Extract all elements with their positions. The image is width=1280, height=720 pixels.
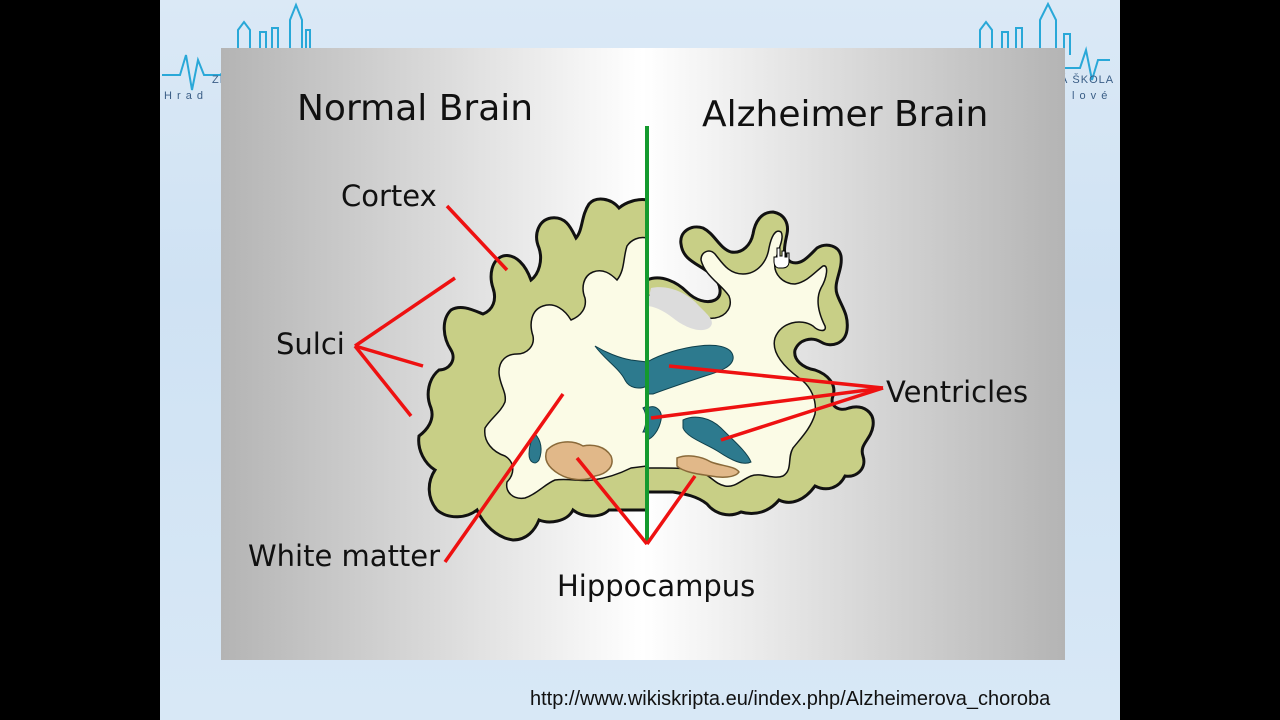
- pointer-cortex: [445, 204, 509, 272]
- logo-left-subtext: H r a d: [164, 90, 205, 102]
- alzheimer-brain-section: [645, 210, 875, 517]
- normal-ventricle: [594, 345, 648, 389]
- skyline-heartbeat-logo-icon: [979, 1, 1110, 81]
- pointer-ventricle-upper: [668, 364, 884, 390]
- hand-cursor-icon: [773, 247, 790, 269]
- label-ventricles: Ventricles: [886, 375, 1028, 409]
- alzheimer-hippocampus: [676, 455, 740, 478]
- slide: ZD H r a d Á ŠKOLA l o v é Normal Brain …: [160, 0, 1120, 720]
- pointer-sulci-2: [354, 344, 424, 368]
- logo-right-subtext: l o v é: [1072, 90, 1109, 102]
- label-cortex: Cortex: [341, 179, 437, 213]
- logo-right: Á ŠKOLA l o v é: [940, 0, 1120, 110]
- title-normal-brain: Normal Brain: [297, 88, 533, 129]
- alzheimer-brain-gap: [647, 287, 712, 331]
- normal-brain-section: [417, 197, 649, 542]
- pointer-lines: [353, 204, 884, 564]
- label-sulci: Sulci: [276, 327, 345, 361]
- alzheimer-ventricle-mid: [646, 406, 662, 441]
- label-white-matter: White matter: [248, 539, 440, 573]
- title-alzheimer-brain: Alzheimer Brain: [702, 94, 988, 135]
- logo-right-text: Á ŠKOLA: [1060, 74, 1115, 86]
- alzheimer-ventricle-lower: [682, 416, 752, 464]
- pointer-hippocampus-normal: [575, 456, 649, 546]
- pointer-sulci-1: [354, 276, 456, 348]
- normal-white-matter: [484, 236, 648, 500]
- pointer-ventricle-lower: [720, 386, 884, 442]
- brain-diagram: Normal Brain Alzheimer Brain: [248, 88, 1028, 603]
- pointer-hippocampus-alzheimer: [645, 474, 697, 546]
- label-hippocampus: Hippocampus: [557, 569, 755, 603]
- source-url: http://www.wikiskripta.eu/index.php/Alzh…: [530, 688, 1051, 710]
- brain-comparison-figure: Normal Brain Alzheimer Brain: [221, 48, 1065, 660]
- pointer-ventricle-mid: [650, 386, 884, 420]
- pointer-sulci-3: [353, 344, 413, 418]
- pointer-white-matter: [443, 392, 565, 564]
